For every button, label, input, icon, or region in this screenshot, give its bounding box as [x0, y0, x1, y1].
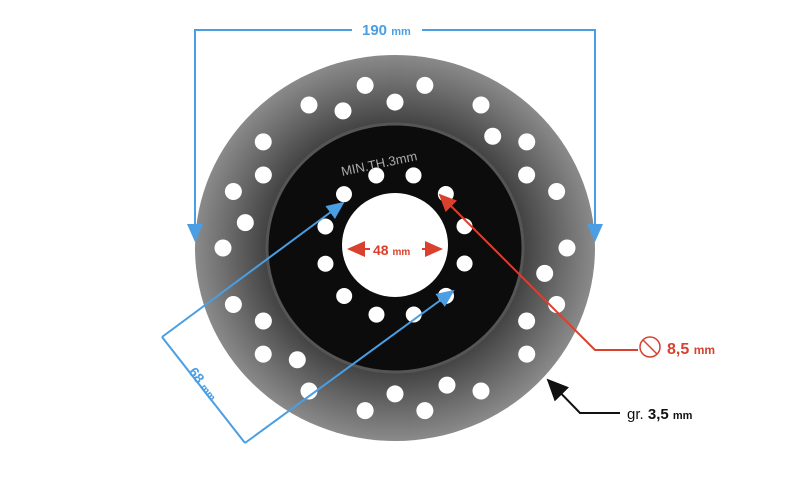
vent-hole	[334, 102, 352, 120]
thickness-value: 3,5	[648, 406, 669, 423]
vent-hole	[548, 183, 566, 201]
leader-line	[546, 378, 620, 414]
vent-hole	[518, 166, 536, 184]
bolt-hole	[456, 255, 473, 272]
vent-hole	[518, 312, 536, 330]
vent-hole	[386, 93, 404, 111]
vent-hole	[224, 183, 242, 201]
dimension-arrow	[244, 289, 455, 444]
outer-vent-holes	[214, 76, 576, 420]
bolt-hole	[368, 167, 385, 184]
thickness-prefix: gr.	[627, 406, 644, 423]
outer-diameter-value: 190	[362, 22, 387, 39]
dimension-arrow	[161, 201, 345, 338]
center-hole-unit: mm	[392, 247, 410, 258]
vent-hole	[254, 166, 272, 184]
thickness-unit: mm	[673, 410, 693, 422]
vent-hole	[416, 402, 434, 420]
vent-hole	[254, 345, 272, 363]
vent-hole	[254, 133, 272, 151]
bolt-hole	[405, 167, 422, 184]
vent-hole	[558, 239, 576, 257]
vent-hole	[484, 127, 502, 145]
bolt-hole	[336, 288, 353, 305]
outer-diameter-unit: mm	[391, 26, 411, 38]
vent-hole	[224, 295, 242, 313]
bolt-hole	[405, 306, 422, 323]
hole-diameter-value: 8,5	[667, 341, 689, 358]
vent-hole	[356, 76, 374, 94]
thickness-dimension: gr. 3,5 mm	[546, 378, 693, 423]
vent-hole	[518, 345, 536, 363]
label-background	[352, 18, 422, 40]
label-background	[370, 240, 422, 258]
vent-hole	[536, 264, 554, 282]
vent-hole	[300, 382, 318, 400]
vent-hole	[288, 351, 306, 369]
vent-hole	[472, 96, 490, 114]
vent-hole	[472, 382, 490, 400]
dimension-line	[161, 336, 246, 444]
diameter-icon	[639, 336, 661, 358]
vent-hole	[300, 96, 318, 114]
vent-hole	[214, 239, 232, 257]
bolt-hole	[368, 306, 385, 323]
vent-hole	[438, 376, 456, 394]
thickness-label: gr. 3,5 mm	[627, 406, 693, 423]
hole-diameter-label: 8,5 mm	[667, 341, 715, 358]
leader-line	[438, 193, 638, 351]
outer-diameter-dimension: 190 mm	[187, 18, 603, 242]
outer-diameter-label: 190 mm	[362, 22, 411, 39]
vent-hole	[356, 402, 374, 420]
bolt-circle-label: 68 mm	[186, 364, 222, 403]
bolt-hole	[317, 255, 334, 272]
vent-hole	[236, 214, 254, 232]
bolt-hole	[335, 186, 352, 203]
vent-hole	[254, 312, 272, 330]
center-hole-dimension: 48 mm	[347, 240, 443, 258]
center-hole-label: 48 mm	[373, 242, 410, 258]
bolt-circle-unit: mm	[198, 382, 218, 403]
center-hole-value: 48	[373, 242, 389, 258]
hole-diameter-unit: mm	[694, 343, 715, 357]
vent-hole	[386, 385, 404, 403]
hole-diameter-dimension: 8,5 mm	[438, 193, 715, 358]
bolt-hole	[317, 218, 334, 235]
vent-hole	[518, 133, 536, 151]
vent-hole	[416, 76, 434, 94]
